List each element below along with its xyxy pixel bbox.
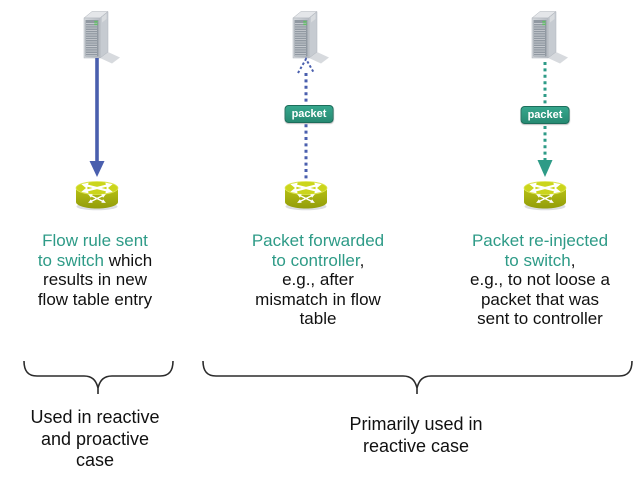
switch-icon — [282, 176, 330, 212]
caption-line: to controller, — [271, 250, 365, 270]
caption-line: mismatch in flow — [255, 289, 381, 309]
caption-line: packet that was — [480, 289, 600, 309]
caption-packet-reinjected: Packet re-injected to switch, e.g., to n… — [430, 231, 644, 329]
brace-left-label: Used in reactive and proactive case — [0, 407, 205, 472]
packet-badge-label: packet — [527, 108, 563, 121]
caption-line: Packet forwarded — [251, 231, 385, 250]
packet-badge-label: packet — [291, 107, 327, 120]
caption-line: flow table entry — [37, 289, 153, 309]
caption-line: results in new — [43, 270, 147, 289]
caption-line: sent to controller — [477, 309, 603, 328]
brace-left-icon — [23, 360, 174, 394]
label-line: Used in reactive — [30, 407, 160, 427]
packet-badge: packet — [520, 106, 570, 124]
packet-reinject-arrow-icon — [537, 62, 553, 177]
switch-icon — [73, 176, 121, 212]
server-tower-icon — [531, 11, 569, 64]
caption-line: Flow rule sent — [42, 231, 148, 250]
packet-badge: packet — [284, 105, 334, 123]
label-line: reactive case — [362, 435, 470, 456]
brace-right-icon — [202, 360, 633, 394]
caption-line: to switch, — [504, 250, 576, 270]
caption-line: to switch which — [37, 250, 153, 270]
flow-rule-arrow-icon — [89, 58, 105, 177]
caption-line: e.g., to not loose a — [470, 270, 610, 289]
caption-flow-rule: Flow rule sent to switch which results i… — [0, 231, 205, 309]
caption-line: table — [299, 309, 337, 328]
packet-to-controller-arrow-icon — [297, 56, 315, 183]
caption-packet-forwarded: Packet forwarded to controller, e.g., af… — [208, 231, 428, 329]
label-line: and proactive — [40, 428, 150, 449]
label-line: case — [75, 450, 115, 470]
label-line: Primarily used in — [349, 414, 483, 434]
switch-icon — [521, 176, 569, 212]
caption-line: Packet re-injected — [471, 231, 609, 250]
brace-right-label: Primarily used in reactive case — [286, 414, 546, 457]
caption-line: e.g., after — [282, 270, 354, 289]
